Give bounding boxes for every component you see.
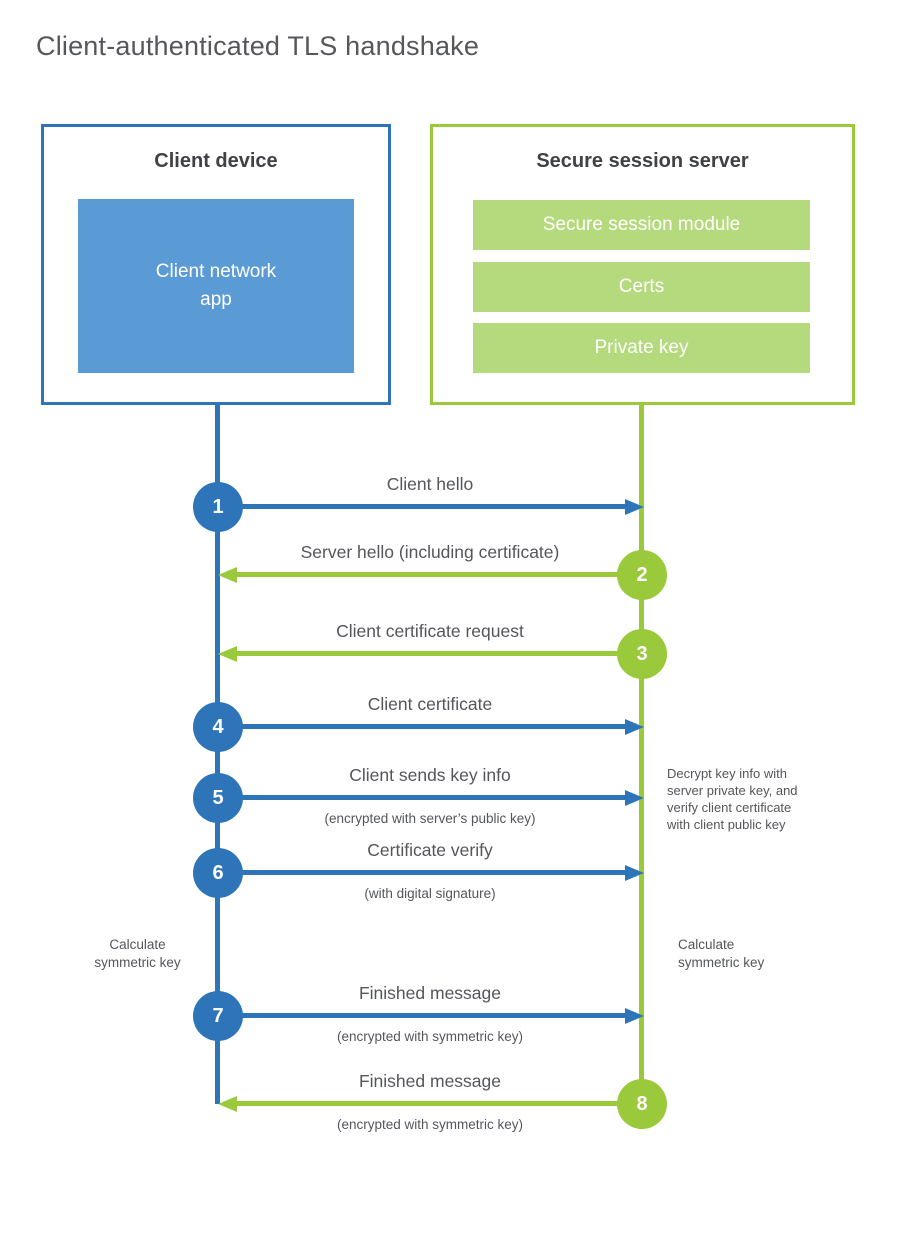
- step-number: 1: [212, 496, 224, 518]
- step-badge-4: 4: [193, 702, 243, 752]
- message-sublabel: (encrypted with server’s public key): [324, 811, 536, 826]
- arrow-line: [237, 1101, 642, 1106]
- client-network-app-box: Client network app: [78, 199, 354, 373]
- arrow-left-icon: [218, 1096, 237, 1112]
- message-sublabel: (encrypted with symmetric key): [336, 1117, 524, 1132]
- message-label: Client hello: [386, 474, 474, 494]
- arrow-right-icon: [625, 1008, 644, 1024]
- secure-session-server-box: Secure session server Secure session mod…: [430, 124, 855, 405]
- step-number: 8: [636, 1093, 648, 1115]
- arrow-line: [218, 870, 625, 875]
- server-module-certs: Certs: [473, 262, 810, 312]
- arrow-right-icon: [625, 865, 644, 881]
- step-badge-6: 6: [193, 848, 243, 898]
- arrow-left-icon: [218, 567, 237, 583]
- step-badge-5: 5: [193, 773, 243, 823]
- server-calculate-symmetric-key-note: Calculate symmetric key: [678, 937, 765, 970]
- arrow-right-icon: [625, 790, 644, 806]
- client-network-app-label: Client network app: [155, 261, 277, 310]
- step-badge-2: 2: [617, 550, 667, 600]
- step-badge-1: 1: [193, 482, 243, 532]
- arrow-line: [218, 795, 625, 800]
- step-number: 7: [212, 1005, 224, 1027]
- arrow-left-icon: [218, 646, 237, 662]
- arrow-right-icon: [625, 719, 644, 735]
- step-number: 5: [212, 787, 224, 809]
- arrow-line: [218, 724, 625, 729]
- server-decrypt-note: Decrypt key info with server private key…: [667, 766, 798, 832]
- step-badge-8: 8: [617, 1079, 667, 1129]
- step-number: 3: [636, 643, 648, 665]
- message-label: Finished message: [358, 1071, 502, 1091]
- arrow-line: [237, 651, 642, 656]
- message-sublabel: (encrypted with symmetric key): [336, 1029, 524, 1044]
- step-badge-7: 7: [193, 991, 243, 1041]
- client-device-title: Client device: [154, 150, 278, 172]
- arrow-line: [218, 1013, 625, 1018]
- message-label: Finished message: [358, 983, 502, 1003]
- client-device-box: Client device Client network app: [41, 124, 391, 405]
- message-label: Client certificate request: [336, 621, 524, 641]
- message-label: Certificate verify: [367, 840, 493, 860]
- arrow-line: [237, 572, 642, 577]
- secure-session-server-title: Secure session server: [536, 150, 749, 172]
- step-number: 2: [636, 564, 648, 586]
- server-lifeline: [639, 404, 644, 1129]
- step-badge-3: 3: [617, 629, 667, 679]
- step-number: 6: [212, 862, 224, 884]
- message-sublabel: (with digital signature): [364, 886, 496, 901]
- client-lifeline: [215, 404, 220, 1104]
- arrow-right-icon: [625, 499, 644, 515]
- server-module-secure-session: Secure session module: [473, 200, 810, 250]
- message-label: Client certificate: [367, 694, 493, 714]
- server-module-private-key: Private key: [473, 323, 810, 373]
- client-calculate-symmetric-key-note: Calculate symmetric key: [94, 937, 181, 970]
- message-label: Server hello (including certificate): [300, 542, 560, 562]
- step-number: 4: [212, 716, 224, 738]
- page-title: Client-authenticated TLS handshake: [36, 31, 480, 61]
- arrow-line: [218, 504, 625, 509]
- message-label: Client sends key info: [349, 765, 511, 785]
